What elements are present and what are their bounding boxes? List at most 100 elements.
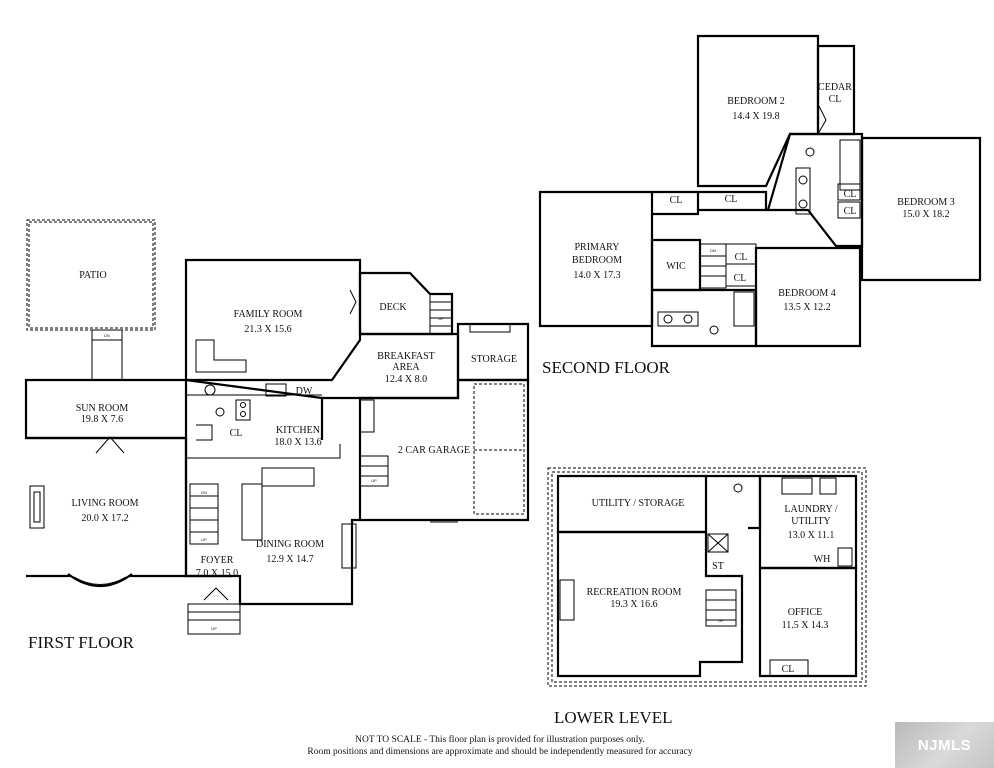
- wic-label: WIC: [666, 261, 686, 272]
- kitchen-island: [261, 467, 315, 487]
- washer-dryer-icon: [781, 477, 813, 495]
- living-room-dims: 20.0 X 17.2: [81, 513, 128, 524]
- recreation-room-label: RECREATION ROOM: [587, 587, 682, 598]
- recreation-room-walls: [556, 530, 744, 678]
- logo-text: NJMLS: [917, 736, 972, 754]
- foyer-label: FOYER: [201, 555, 234, 566]
- hall-bath-walls: [766, 132, 864, 248]
- office-dims: 11.5 X 14.3: [782, 620, 829, 631]
- first-floor: [24, 219, 530, 635]
- front-door-icon: [203, 587, 229, 601]
- fireplace-icon: [29, 485, 45, 529]
- bedroom4-dims: 13.5 X 12.2: [783, 302, 830, 313]
- garage-stairs: [359, 455, 389, 487]
- second-floor: [538, 34, 982, 348]
- bedroom2-label: BEDROOM 2: [727, 96, 785, 107]
- kitchen-closet: [196, 424, 213, 441]
- second-floor-title: SECOND FLOOR: [542, 358, 671, 377]
- garage-walls: [358, 378, 530, 522]
- bedroom3-walls: [860, 136, 982, 282]
- upper-stair-dn: DN: [710, 248, 716, 253]
- recreation-room-dims: 19.3 X 16.6: [610, 599, 657, 610]
- office-walls: [758, 566, 858, 678]
- foyer-stair-dn: DN: [201, 490, 207, 495]
- cooktop-icon: [235, 399, 251, 421]
- kitchen-sink-icon: [204, 384, 216, 396]
- lower-shower-icon: [707, 533, 729, 553]
- family-room-dims: 21.3 X 15.6: [244, 324, 291, 335]
- njmls-logo: NJMLS: [895, 722, 994, 768]
- primary-vanity-icon: [657, 311, 699, 327]
- disclaimer-line-2: Room positions and dimensions are approx…: [307, 747, 693, 757]
- patio-area: [26, 219, 156, 331]
- st-label: ST: [712, 561, 724, 572]
- breakfast-dims: 12.4 X 8.0: [385, 374, 427, 385]
- breakfast-label-2: AREA: [392, 362, 420, 373]
- dining-fireplace-icon: [341, 523, 357, 569]
- bath-closet-label: CL: [844, 189, 857, 200]
- foyer-stairs: [189, 483, 219, 545]
- storage-label: STORAGE: [471, 354, 517, 365]
- laundry-label: LAUNDRY /: [784, 504, 837, 515]
- sunroom-stair-dn: DN: [104, 333, 110, 338]
- sun-room-dims: 19.8 X 7.6: [81, 414, 123, 425]
- first-floor-title: FIRST FLOOR: [28, 633, 135, 652]
- toilet-icon: [805, 147, 815, 157]
- deck-stairs: [429, 293, 453, 335]
- bathtub-icon: [839, 139, 861, 191]
- sunroom-door-icon: [95, 436, 125, 454]
- laundry-label-2: UTILITY: [791, 516, 830, 527]
- garage-steps: [359, 399, 375, 433]
- utility-storage-label: UTILITY / STORAGE: [592, 498, 685, 509]
- kitchen-label: KITCHEN: [276, 425, 320, 436]
- lower-toilet-icon: [733, 483, 743, 493]
- primary-bedroom-dims: 14.0 X 17.3: [573, 270, 620, 281]
- disclaimer-line-1: NOT TO SCALE - This floor plan is provid…: [355, 735, 645, 745]
- cedar-closet-label-2: CL: [829, 94, 842, 105]
- office-label: OFFICE: [788, 607, 822, 618]
- vanity-icon: [795, 167, 811, 215]
- garage-label: 2 CAR GARAGE: [398, 445, 470, 456]
- office-closet: [769, 659, 809, 676]
- family-room-walls: [184, 258, 362, 382]
- breakfast-label: BREAKFAST: [377, 351, 435, 362]
- lower-level: [547, 467, 867, 687]
- office-closet-label: CL: [782, 664, 795, 675]
- kitchen-counter: [185, 380, 322, 396]
- primary-closet: [652, 190, 700, 216]
- laundry-dims: 13.0 X 11.1: [788, 530, 835, 541]
- cedar-closet-label: CEDAR: [818, 82, 852, 93]
- foyer-dims: 7.0 X 15.0: [196, 568, 238, 579]
- bath-closet-label-2: CL: [844, 206, 857, 217]
- dishwasher-icon: [265, 383, 287, 397]
- primary-bedroom-label: PRIMARY: [574, 242, 619, 253]
- primary-bath-walls: [650, 288, 758, 348]
- family-room-hearth: [195, 339, 247, 373]
- kitchen-dims: 18.0 X 13.6: [274, 437, 321, 448]
- lower-level-outline: [547, 467, 867, 687]
- bedroom3-label: BEDROOM 3: [897, 197, 955, 208]
- bedroom3-dims: 15.0 X 18.2: [902, 209, 949, 220]
- water-heater-icon: [837, 547, 853, 567]
- bay-window: [67, 573, 133, 587]
- kitchen-closet-label: CL: [230, 428, 243, 439]
- dining-room-walls: [186, 518, 360, 606]
- water-heater-label: WH: [814, 554, 831, 565]
- bedroom4-label: BEDROOM 4: [778, 288, 836, 299]
- family-room-label: FAMILY ROOM: [234, 309, 303, 320]
- family-room-door-icon: [349, 289, 357, 315]
- garage-door-tracks: [473, 383, 525, 515]
- dining-room-label: DINING ROOM: [256, 539, 324, 550]
- hall-closet: [698, 190, 768, 212]
- lower-stair-up: UP: [718, 618, 724, 623]
- hall-closet-label: CL: [725, 194, 738, 205]
- deck-stair-up: UP: [438, 316, 444, 321]
- dishwasher-label: DW: [296, 386, 313, 397]
- laundry-sink-icon: [819, 477, 837, 495]
- bedroom4-walls: [754, 246, 862, 348]
- living-room-label: LIVING ROOM: [72, 498, 139, 509]
- shower-icon: [733, 291, 755, 327]
- entry-stair-up: UP: [211, 626, 217, 631]
- dining-room-dims: 12.9 X 14.7: [266, 554, 313, 565]
